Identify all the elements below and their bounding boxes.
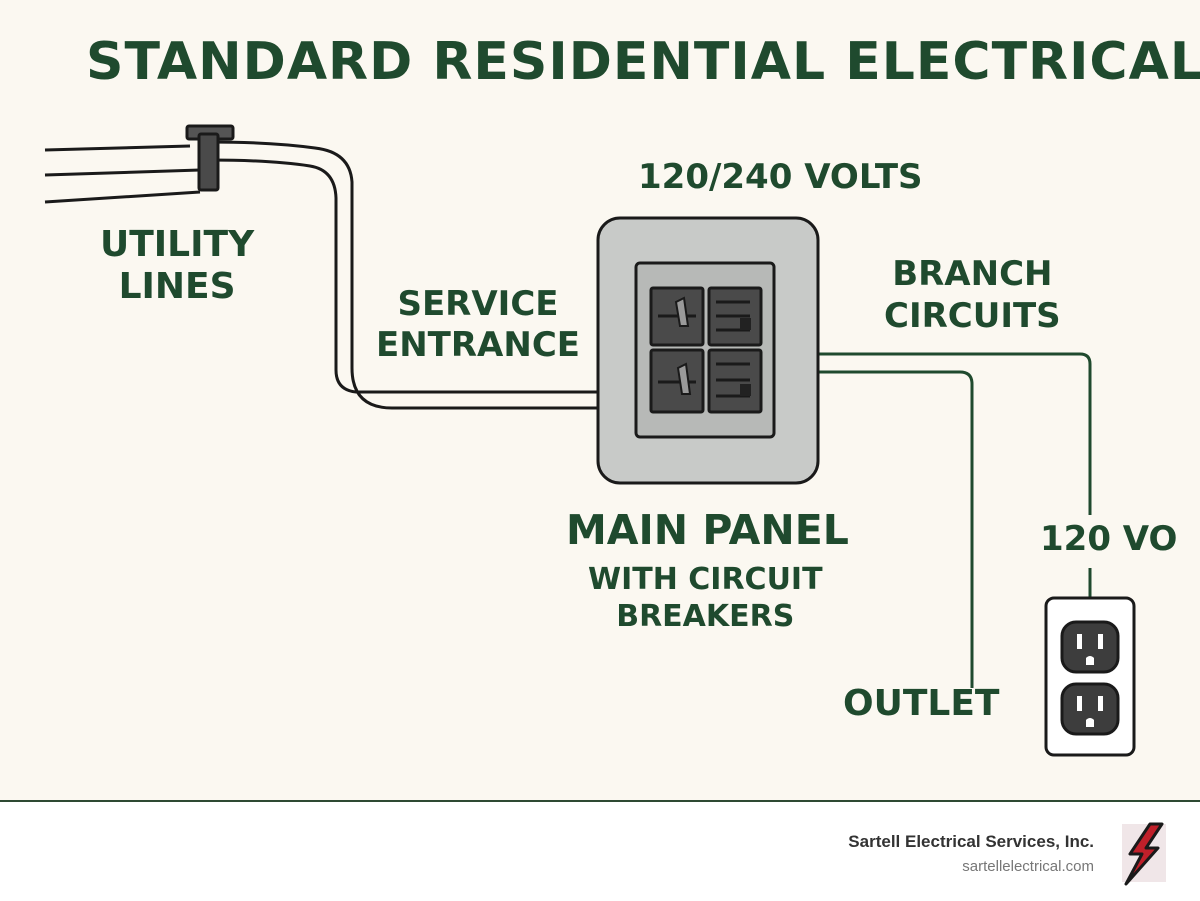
outlet-label: OUTLET — [843, 683, 1000, 724]
breaker-icon — [707, 286, 763, 347]
lightning-bolt-logo-icon — [1122, 822, 1166, 886]
receptacle-icon — [1044, 596, 1136, 757]
utility-lines-label: UTILITY LINES — [100, 224, 255, 307]
footer — [0, 802, 1200, 901]
outlet-voltage-label: 120 VO — [1040, 519, 1178, 559]
main-panel-label: MAIN PANEL — [566, 506, 849, 554]
branch-circuit-wires — [818, 352, 1092, 688]
main-panel — [596, 216, 820, 485]
footer-divider — [0, 800, 1200, 802]
service-entrance-label: SERVICE ENTRANCE — [376, 284, 580, 365]
wiring-diagram — [44, 124, 1136, 757]
utility-pole-icon — [185, 124, 235, 192]
diagram-title: STANDARD RESIDENTIAL ELECTRICAL WIRIN — [86, 32, 1200, 92]
company-website[interactable]: sartellelectrical.com — [962, 858, 1094, 875]
breaker-icon — [649, 348, 705, 414]
main-panel-sublabel: WITH CIRCUIT BREAKERS — [588, 562, 823, 634]
service-entrance-cable — [209, 140, 602, 410]
utility-lines — [44, 144, 201, 204]
breaker-icon — [707, 348, 763, 414]
branch-circuits-label: BRANCH CIRCUITS — [884, 254, 1061, 337]
company-name: Sartell Electrical Services, Inc. — [848, 832, 1094, 851]
breaker-icon — [649, 286, 705, 347]
panel-voltage-label: 120/240 VOLTS — [638, 157, 923, 197]
